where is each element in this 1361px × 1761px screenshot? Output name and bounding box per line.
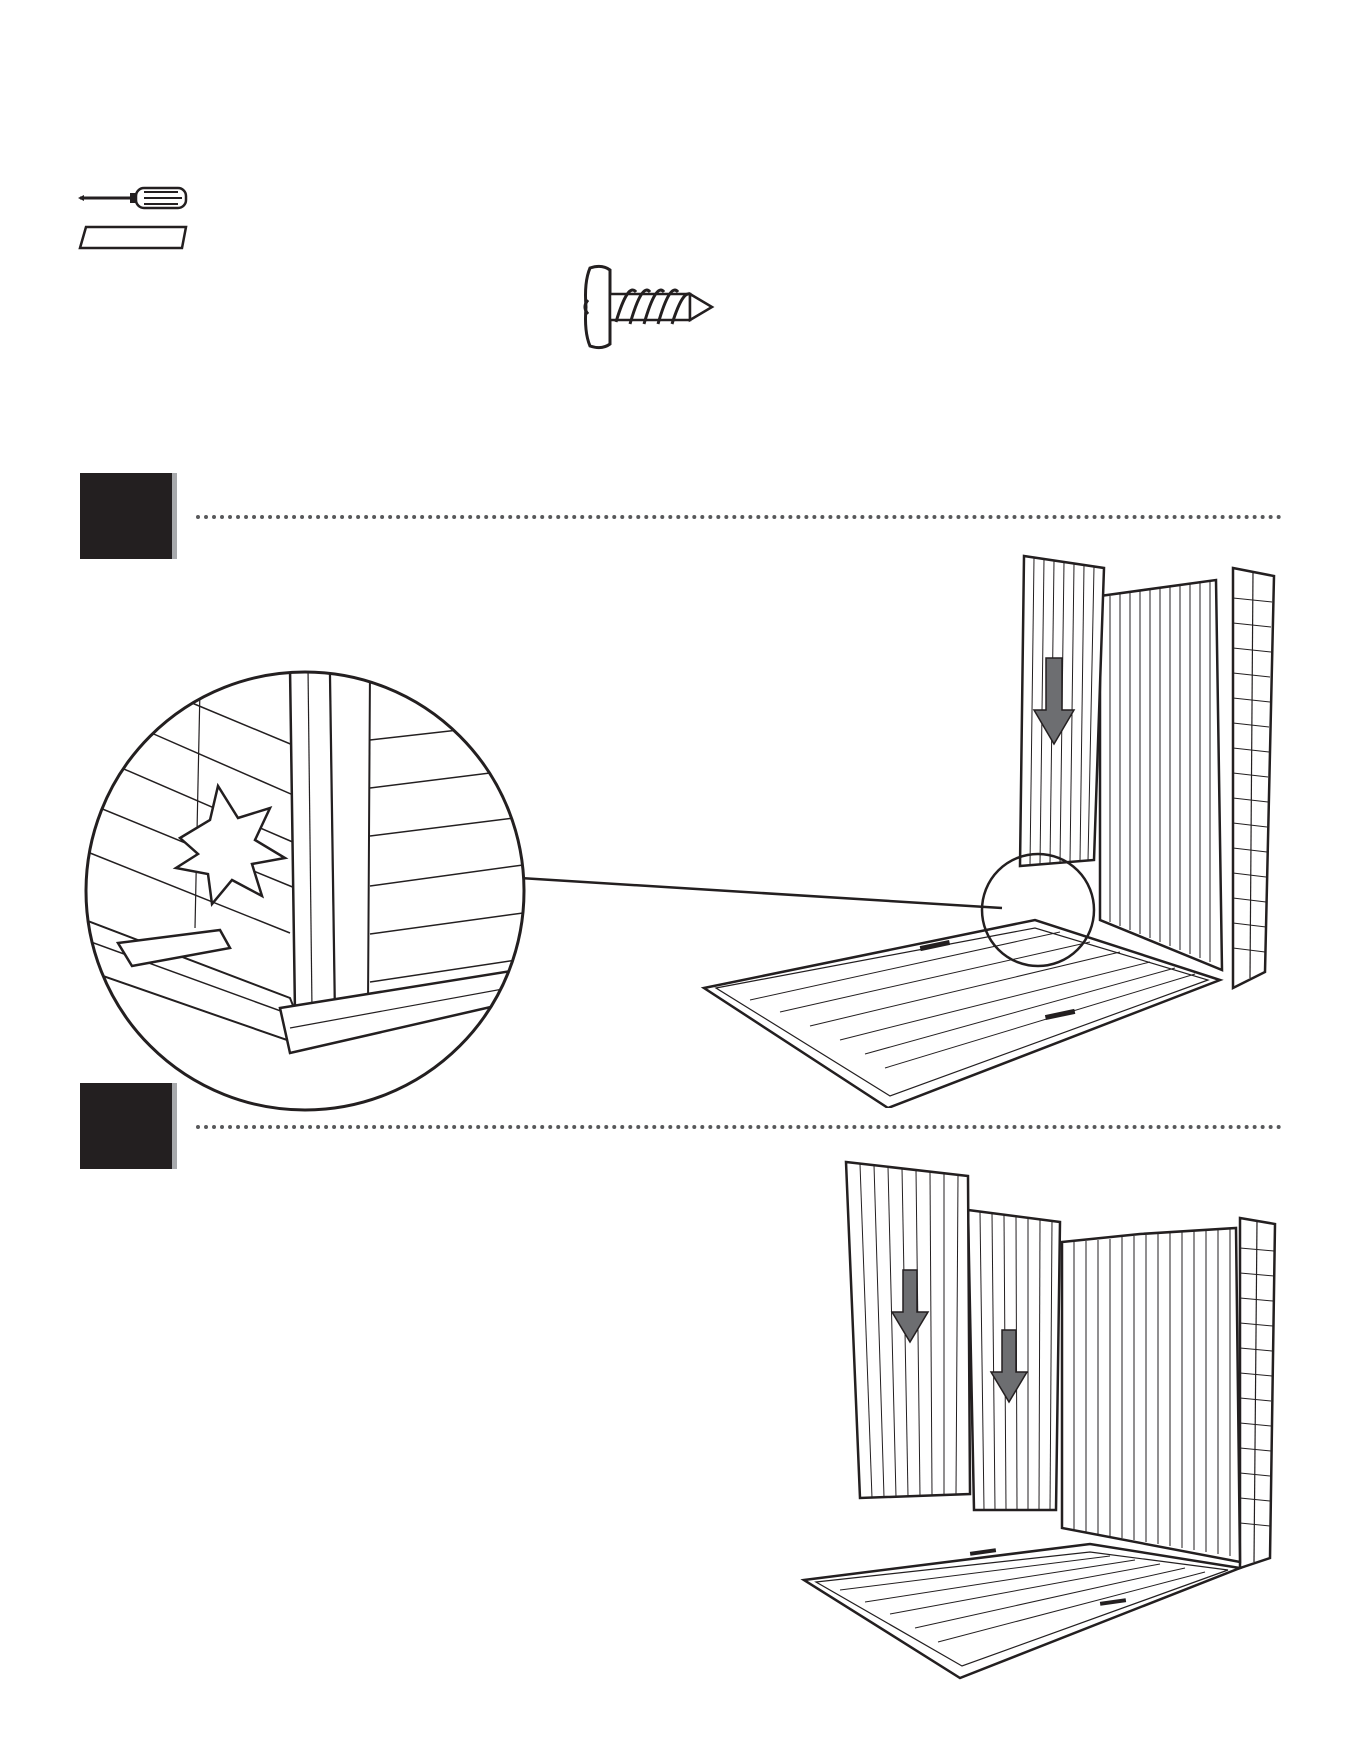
step-marker-2 (80, 1083, 172, 1169)
shim-board-icon (78, 224, 190, 252)
side-wall (1240, 1218, 1275, 1568)
callout-leader-line (520, 870, 1060, 950)
floor-base (804, 1544, 1240, 1678)
step-1-divider (196, 515, 1282, 519)
tools-list (78, 182, 198, 254)
step-marker-1 (80, 473, 172, 559)
step-2-divider (196, 1125, 1282, 1129)
pan-head-screw-icon (580, 262, 720, 352)
step-2-illustration (800, 1158, 1300, 1718)
step-1-illustration (700, 548, 1300, 1108)
magnified-detail-icon (80, 668, 530, 1118)
screwdriver-icon (78, 182, 190, 214)
back-wall-panels (1062, 1228, 1240, 1562)
side-wall (1233, 568, 1274, 988)
back-wall-panels (1100, 580, 1222, 970)
